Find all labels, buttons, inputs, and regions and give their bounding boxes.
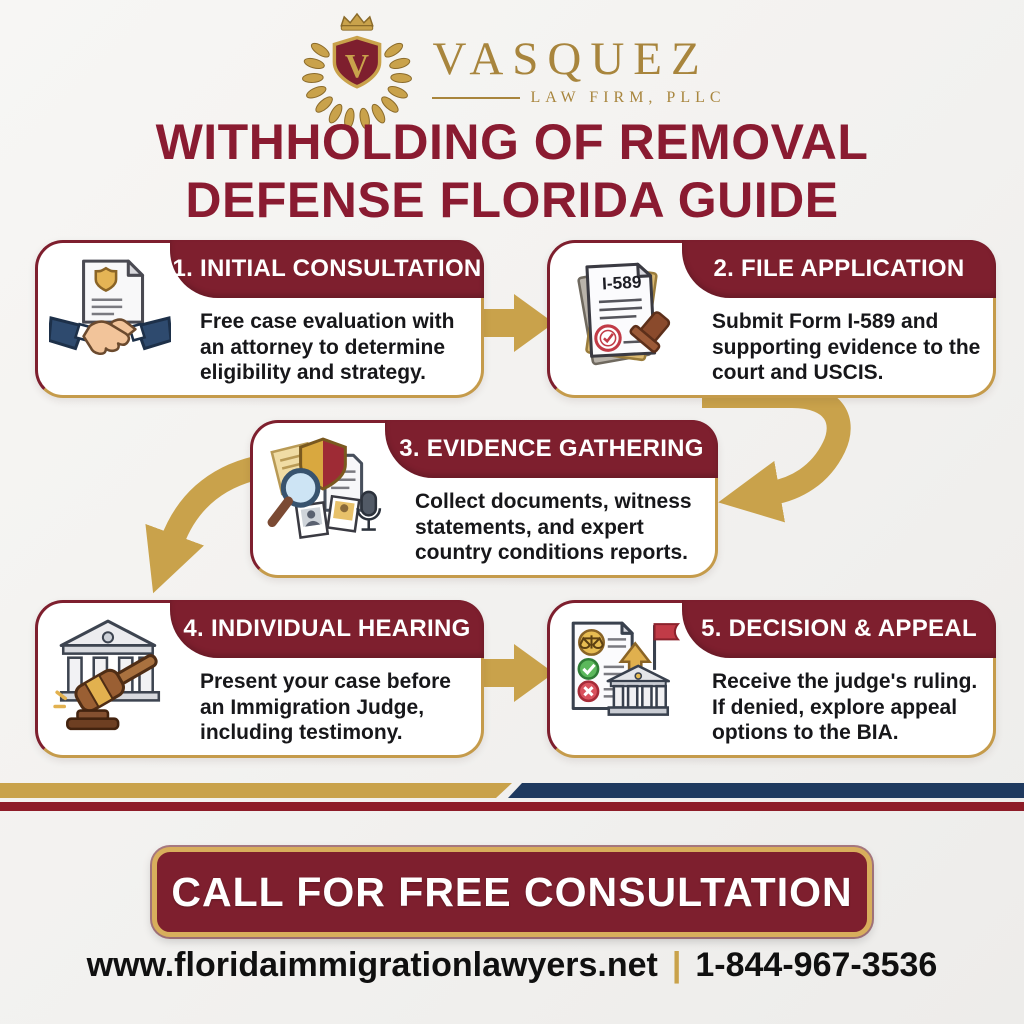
step3-description: Collect documents, witness statements, a… <box>415 490 692 565</box>
step4-header: 4. INDIVIDUAL HEARING <box>170 600 484 658</box>
step-card-individual-hearing: 4. INDIVIDUAL HEARING <box>35 600 484 758</box>
arrow-step2-to-step3-icon <box>702 384 851 523</box>
crown-icon <box>340 12 375 27</box>
step4-description: Present your case before an Immigration … <box>200 670 451 745</box>
step-card-decision-appeal: 5. DECISION & APPEAL <box>547 600 996 758</box>
footer-phone-link[interactable]: 1-844-967-3536 <box>695 946 938 984</box>
i589-form-label: I-589 <box>602 272 642 294</box>
i589-document-stack-icon: I-589 <box>577 262 671 366</box>
courthouse-gavel-icon <box>53 619 161 731</box>
step-card-evidence-gathering: 3. EVIDENCE GATHERING <box>250 420 718 578</box>
laurel-shield-crest-icon: V <box>302 12 413 130</box>
arrow-step1-to-step2-icon <box>472 294 554 352</box>
step5-description: Receive the judge's ruling. If denied, e… <box>712 670 978 745</box>
page-title-line1: WITHHOLDING OF REMOVAL <box>155 114 869 170</box>
page-title-line2: DEFENSE FLORIDA GUIDE <box>185 171 839 228</box>
footer-contact: www.floridaimmigrationlawyers.net | 1-84… <box>0 946 1024 985</box>
arrow-step3-to-step4-icon <box>145 456 260 594</box>
firm-logo: V VASQUEZ LAW FIRM, PLLC <box>0 12 1024 130</box>
handshake-document-icon <box>49 259 171 356</box>
divider-navy-bar <box>508 783 1024 798</box>
firm-subtitle: LAW FIRM, PLLC <box>530 88 726 106</box>
shield-icon <box>333 35 382 89</box>
shield-monogram: V <box>345 48 369 85</box>
step5-header: 5. DECISION & APPEAL <box>682 600 996 658</box>
step3-header: 3. EVIDENCE GATHERING <box>385 420 718 478</box>
firm-name: VASQUEZ <box>432 32 709 85</box>
arrow-step4-to-step5-icon <box>472 644 554 702</box>
ruling-checklist-appeal-icon <box>571 621 681 716</box>
divider-red-stripe <box>0 802 1024 811</box>
step-card-initial-consultation: 1. INITIAL CONSULTATION Free case e <box>35 240 484 398</box>
page-title: WITHHOLDING OF REMOVAL DEFENSE FLORIDA G… <box>0 114 1024 229</box>
step2-header: 2. FILE APPLICATION <box>682 240 996 298</box>
footer-website-link[interactable]: www.floridaimmigrationlawyers.net <box>86 946 658 984</box>
step2-description: Submit Form I-589 and supporting evidenc… <box>712 310 981 385</box>
footer-separator: | <box>671 946 682 984</box>
call-for-consultation-button[interactable]: CALL FOR FREE CONSULTATION <box>152 847 872 937</box>
step1-description: Free case evaluation with an attorney to… <box>200 310 455 385</box>
evidence-magnifier-shield-icon <box>267 437 382 539</box>
logo-rule <box>432 96 521 99</box>
step1-header: 1. INITIAL CONSULTATION <box>170 240 484 298</box>
step-card-file-application: 2. FILE APPLICATION I-589 <box>547 240 996 398</box>
divider-gold-bar <box>0 783 512 798</box>
